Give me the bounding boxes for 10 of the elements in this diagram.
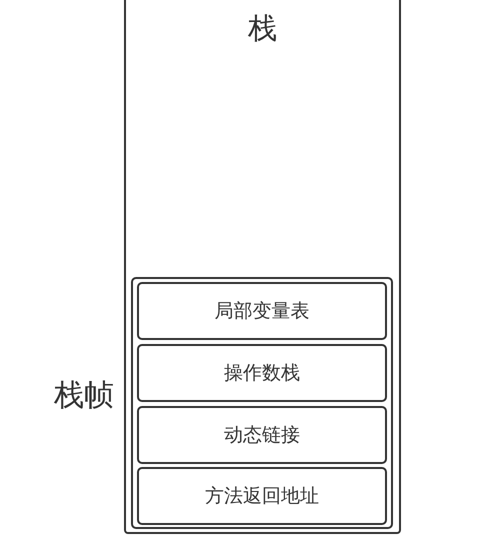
section-label: 动态链接 (224, 423, 300, 447)
stack-frame-label: 栈帧 (54, 377, 114, 415)
section-label: 操作数栈 (224, 361, 300, 385)
frame-section-box (137, 282, 387, 340)
section-label: 局部变量表 (214, 299, 310, 323)
frame-section-box (137, 344, 387, 402)
frame-section-box (137, 406, 387, 464)
section-label: 方法返回地址 (205, 484, 319, 508)
frame-section-box (137, 467, 387, 525)
stack-label: 栈 (247, 10, 278, 46)
